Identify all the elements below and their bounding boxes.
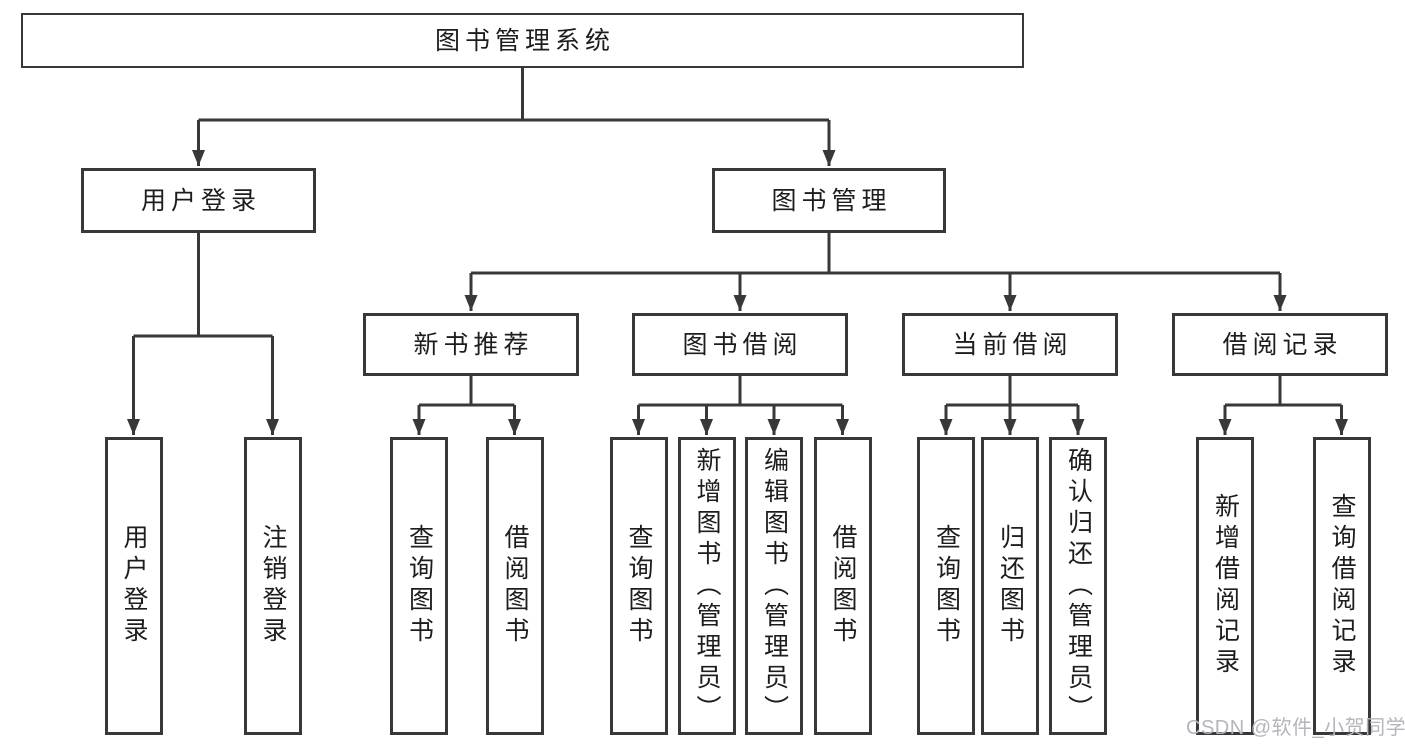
node-label: 新书推荐: [413, 330, 534, 359]
borrow-records-connectors: [1218, 376, 1348, 435]
leaf-logout: 注销登录: [243, 437, 302, 735]
leaf-label: 借阅图书: [501, 524, 529, 648]
leaf-edit-book-admin: 编辑图书（管理员）: [745, 437, 803, 735]
leaf-add-borrow-record: 新增借阅记录: [1196, 437, 1254, 735]
leaf-label: 查询图书: [405, 524, 434, 648]
node-current-borrow: 当前借阅: [902, 313, 1118, 376]
leaf-borrow-books-recommend: 借阅图书: [485, 437, 544, 735]
leaf-user-login: 用户登录: [104, 437, 163, 735]
leaf-add-book-admin: 新增图书（管理员）: [677, 437, 736, 735]
leaf-label: 借阅图书: [829, 524, 857, 648]
leaf-query-books-current: 查询图书: [917, 437, 975, 735]
node-label: 图书借阅: [682, 330, 803, 359]
leaf-label: 用户登录: [120, 524, 148, 648]
user-login-connectors: [127, 233, 279, 435]
node-book-borrow: 图书借阅: [632, 313, 848, 376]
node-label: 用户登录: [140, 186, 261, 215]
leaf-query-borrow-record: 查询借阅记录: [1312, 437, 1371, 735]
leaf-label: 查询图书: [625, 524, 653, 648]
root-to-level2-connectors: [192, 68, 836, 166]
book-borrow-connectors: [632, 376, 849, 435]
new-book-recommend-connectors: [412, 376, 521, 435]
leaf-label: 查询借阅记录: [1328, 493, 1356, 679]
node-label: 当前借阅: [952, 330, 1073, 359]
node-library-management-system: 图书管理系统: [21, 13, 1024, 68]
node-user-login: 用户登录: [81, 168, 316, 233]
leaf-query-books-borrow: 查询图书: [609, 437, 668, 735]
node-borrow-records: 借阅记录: [1172, 313, 1388, 376]
leaf-return-book: 归还图书: [981, 437, 1039, 735]
csdn-watermark: CSDN @软件_小贺同学: [1186, 717, 1405, 739]
leaf-confirm-return-admin: 确认归还（管理员）: [1049, 437, 1107, 735]
node-label: 图书管理系统: [434, 26, 615, 55]
leaf-label: 归还图书: [996, 524, 1025, 648]
leaf-borrow-books: 借阅图书: [813, 437, 872, 735]
leaf-label: 编辑图书（管理员）: [760, 446, 789, 726]
current-borrow-connectors: [939, 376, 1085, 435]
leaf-label: 新增图书（管理员）: [693, 446, 721, 726]
leaf-label: 确认归还（管理员）: [1064, 446, 1093, 726]
node-new-book-recommend: 新书推荐: [363, 313, 579, 376]
leaf-label: 查询图书: [932, 524, 961, 648]
node-label: 图书管理: [771, 186, 892, 215]
node-label: 借阅记录: [1222, 330, 1343, 359]
node-book-management: 图书管理: [712, 168, 946, 233]
leaf-label: 新增借阅记录: [1211, 493, 1240, 679]
leaf-query-books-recommend: 查询图书: [390, 437, 448, 735]
leaf-label: 注销登录: [259, 524, 287, 648]
book-management-connectors: [464, 233, 1287, 311]
